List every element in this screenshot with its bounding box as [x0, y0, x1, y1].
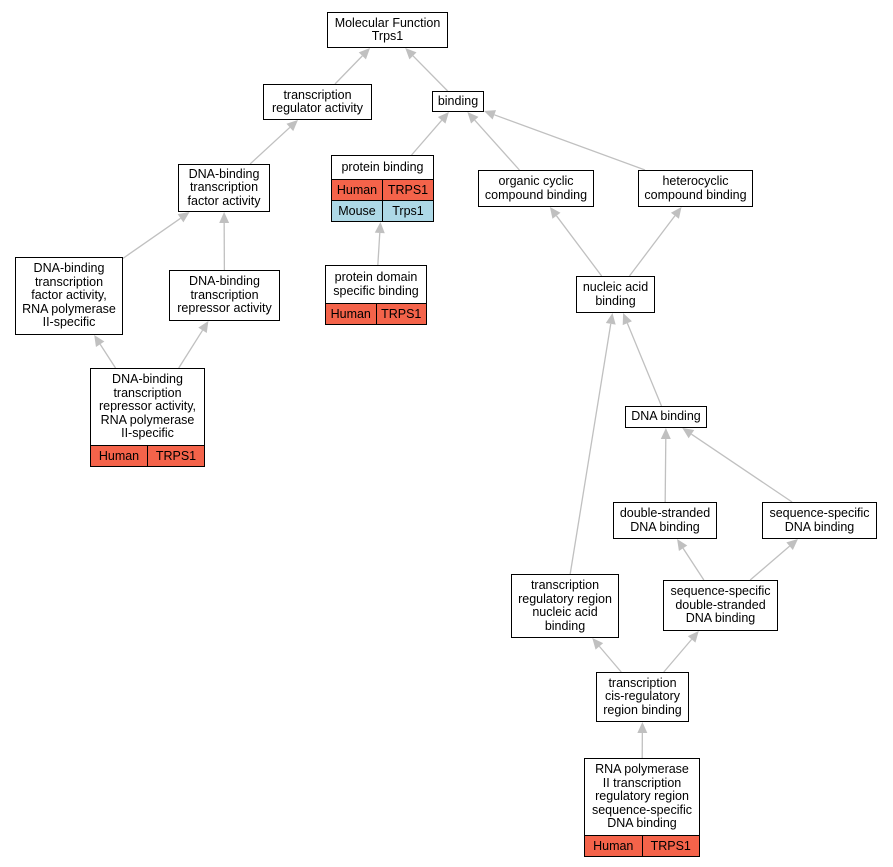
arrowhead-nuc_acid-to-org_cyc: [549, 207, 561, 219]
arrowhead-prot_dom-to-prot_bind: [374, 222, 385, 234]
edge-binding-to-root: [412, 55, 449, 92]
arrowhead-prot_bind-to-binding: [437, 112, 449, 124]
edge-tr_reg-to-root: [334, 55, 363, 85]
species-cell: Human: [91, 446, 147, 466]
node-binding[interactable]: binding: [432, 91, 484, 112]
node-label: sequence-specific DNA binding: [769, 506, 870, 534]
node-protein-domain-specific-binding[interactable]: protein domain specific binding Human TR…: [325, 265, 427, 325]
gene-cell: TRPS1: [147, 446, 204, 466]
edge-cis_reg-to-ss_ds: [663, 638, 693, 673]
edge-dna_bind-to-nuc_acid: [626, 322, 663, 407]
edge-dbtf_pol2-to-dbtf: [122, 217, 181, 259]
arrowhead-tr_reg-to-root: [358, 48, 370, 60]
arrowhead-dbtr-to-dbtf: [219, 212, 230, 224]
edge-org_cyc-to-binding: [474, 119, 520, 171]
node-label: RNA polymerase II transcription regulato…: [591, 762, 693, 831]
node-label: sequence-specific double-stranded DNA bi…: [670, 584, 771, 626]
node-label: DNA-binding transcription factor activit…: [22, 261, 116, 330]
node-label: DNA-binding transcription factor activit…: [187, 166, 261, 208]
node-dna-binding-tf-activity-rna-pol-ii[interactable]: DNA-binding transcription factor activit…: [15, 257, 123, 335]
node-label: DNA-binding transcription repressor acti…: [98, 372, 196, 441]
arrowhead-dbtr_pol2-to-dbtf_pol2: [94, 335, 105, 347]
species-row: Human TRPS1: [332, 179, 433, 200]
species-cell: Mouse: [332, 201, 382, 221]
node-transcription-regulator-activity[interactable]: transcription regulator activity: [263, 84, 372, 120]
species-row: Human TRPS1: [91, 445, 204, 466]
arrowhead-dbtf-to-tr_reg: [286, 120, 298, 132]
node-transcription-cis-regulatory-region-binding[interactable]: transcription cis-regulatory region bind…: [596, 672, 689, 722]
node-label: double-stranded DNA binding: [619, 506, 711, 534]
arrowhead-trr_nuc-to-nuc_acid: [605, 313, 616, 325]
arrowhead-het_cyc-to-binding: [484, 110, 497, 120]
node-dna-binding-transcription-factor-activity[interactable]: DNA-binding transcription factor activit…: [178, 164, 270, 212]
arrowhead-dbtr_pol2-to-dbtr: [198, 321, 209, 333]
species-row: Mouse Trps1: [332, 200, 433, 221]
node-label: protein binding: [341, 159, 424, 174]
edge-ds_dna-to-dna_bind: [664, 438, 667, 503]
node-label: transcription regulatory region nucleic …: [518, 578, 612, 633]
arrowhead-cis_reg-to-trr_nuc: [592, 638, 604, 650]
edge-prot_dom-to-prot_bind: [377, 232, 381, 266]
gene-cell: TRPS1: [375, 304, 426, 324]
gene-cell: TRPS1: [641, 836, 699, 856]
gene-cell: TRPS1: [382, 180, 433, 200]
species-cell: Human: [326, 304, 376, 324]
arrowhead-dna_bind-to-nuc_acid: [622, 313, 632, 326]
edge-seq_spec-to-dna_bind: [691, 433, 793, 503]
node-dna-binding-repressor-activity-rna-pol-ii[interactable]: DNA-binding transcription repressor acti…: [90, 368, 205, 467]
node-dna-binding-transcription-repressor-activity[interactable]: DNA-binding transcription repressor acti…: [169, 270, 280, 321]
node-label: organic cyclic compound binding: [484, 174, 588, 202]
arrowhead-ds_dna-to-dna_bind: [660, 428, 671, 440]
arrowhead-pol2_trr-to-cis_reg: [637, 722, 648, 734]
node-label: protein domain specific binding: [333, 270, 419, 298]
species-cell: Human: [585, 836, 642, 856]
node-dna-binding[interactable]: DNA binding: [625, 406, 707, 428]
species-row: Human TRPS1: [585, 835, 699, 856]
arrowhead-binding-to-root: [405, 48, 417, 60]
arrowhead-org_cyc-to-binding: [467, 112, 479, 124]
arrowhead-seq_spec-to-dna_bind: [682, 428, 695, 439]
node-rna-pol-ii-regulatory-region-sequence-specific-dna-binding[interactable]: RNA polymerase II transcription regulato…: [584, 758, 700, 857]
edge-het_cyc-to-binding: [494, 114, 646, 171]
node-label: heterocyclic compound binding: [644, 174, 747, 202]
node-sequence-specific-dna-binding[interactable]: sequence-specific DNA binding: [762, 502, 877, 539]
node-label: binding: [437, 93, 479, 108]
arrowhead-ss_ds-to-seq_spec: [786, 539, 798, 550]
node-organic-cyclic-compound-binding[interactable]: organic cyclic compound binding: [478, 170, 594, 207]
edge-dbtr_pol2-to-dbtr: [178, 329, 204, 369]
edge-nuc_acid-to-org_cyc: [555, 215, 603, 277]
arrowhead-ss_ds-to-ds_dna: [677, 539, 688, 551]
edge-ss_ds-to-ds_dna: [682, 547, 705, 581]
arrowhead-nuc_acid-to-het_cyc: [670, 207, 682, 219]
node-label: Molecular Function Trps1: [334, 15, 441, 43]
arrowhead-cis_reg-to-ss_ds: [687, 631, 699, 643]
node-label: transcription regulator activity: [271, 87, 363, 115]
edge-ss_ds-to-seq_spec: [749, 545, 791, 581]
node-label: DNA binding: [631, 409, 701, 424]
node-label: transcription cis-regulatory region bind…: [603, 675, 682, 717]
node-sequence-specific-double-stranded-dna-binding[interactable]: sequence-specific double-stranded DNA bi…: [663, 580, 778, 631]
node-transcription-regulatory-region-nucleic-acid-binding[interactable]: transcription regulatory region nucleic …: [511, 574, 619, 638]
edge-prot_bind-to-binding: [411, 119, 443, 156]
node-label: nucleic acid binding: [582, 280, 649, 308]
gene-cell: Trps1: [382, 201, 433, 221]
edge-trr_nuc-to-nuc_acid: [569, 323, 612, 575]
node-protein-binding[interactable]: protein binding Human TRPS1 Mouse Trps1: [331, 155, 434, 222]
node-heterocyclic-compound-binding[interactable]: heterocyclic compound binding: [638, 170, 753, 207]
edge-cis_reg-to-trr_nuc: [598, 645, 622, 673]
node-nucleic-acid-binding[interactable]: nucleic acid binding: [576, 276, 655, 313]
edge-dbtr_pol2-to-dbtf_pol2: [99, 343, 117, 369]
node-label: DNA-binding transcription repressor acti…: [177, 274, 272, 316]
node-molecular-function[interactable]: Molecular Function Trps1: [327, 12, 448, 48]
species-row: Human TRPS1: [326, 303, 426, 324]
arrowhead-dbtf_pol2-to-dbtf: [177, 212, 190, 223]
edge-nuc_acid-to-het_cyc: [628, 215, 676, 277]
species-cell: Human: [332, 180, 382, 200]
edge-dbtf-to-tr_reg: [249, 126, 291, 165]
node-double-stranded-dna-binding[interactable]: double-stranded DNA binding: [613, 502, 717, 539]
